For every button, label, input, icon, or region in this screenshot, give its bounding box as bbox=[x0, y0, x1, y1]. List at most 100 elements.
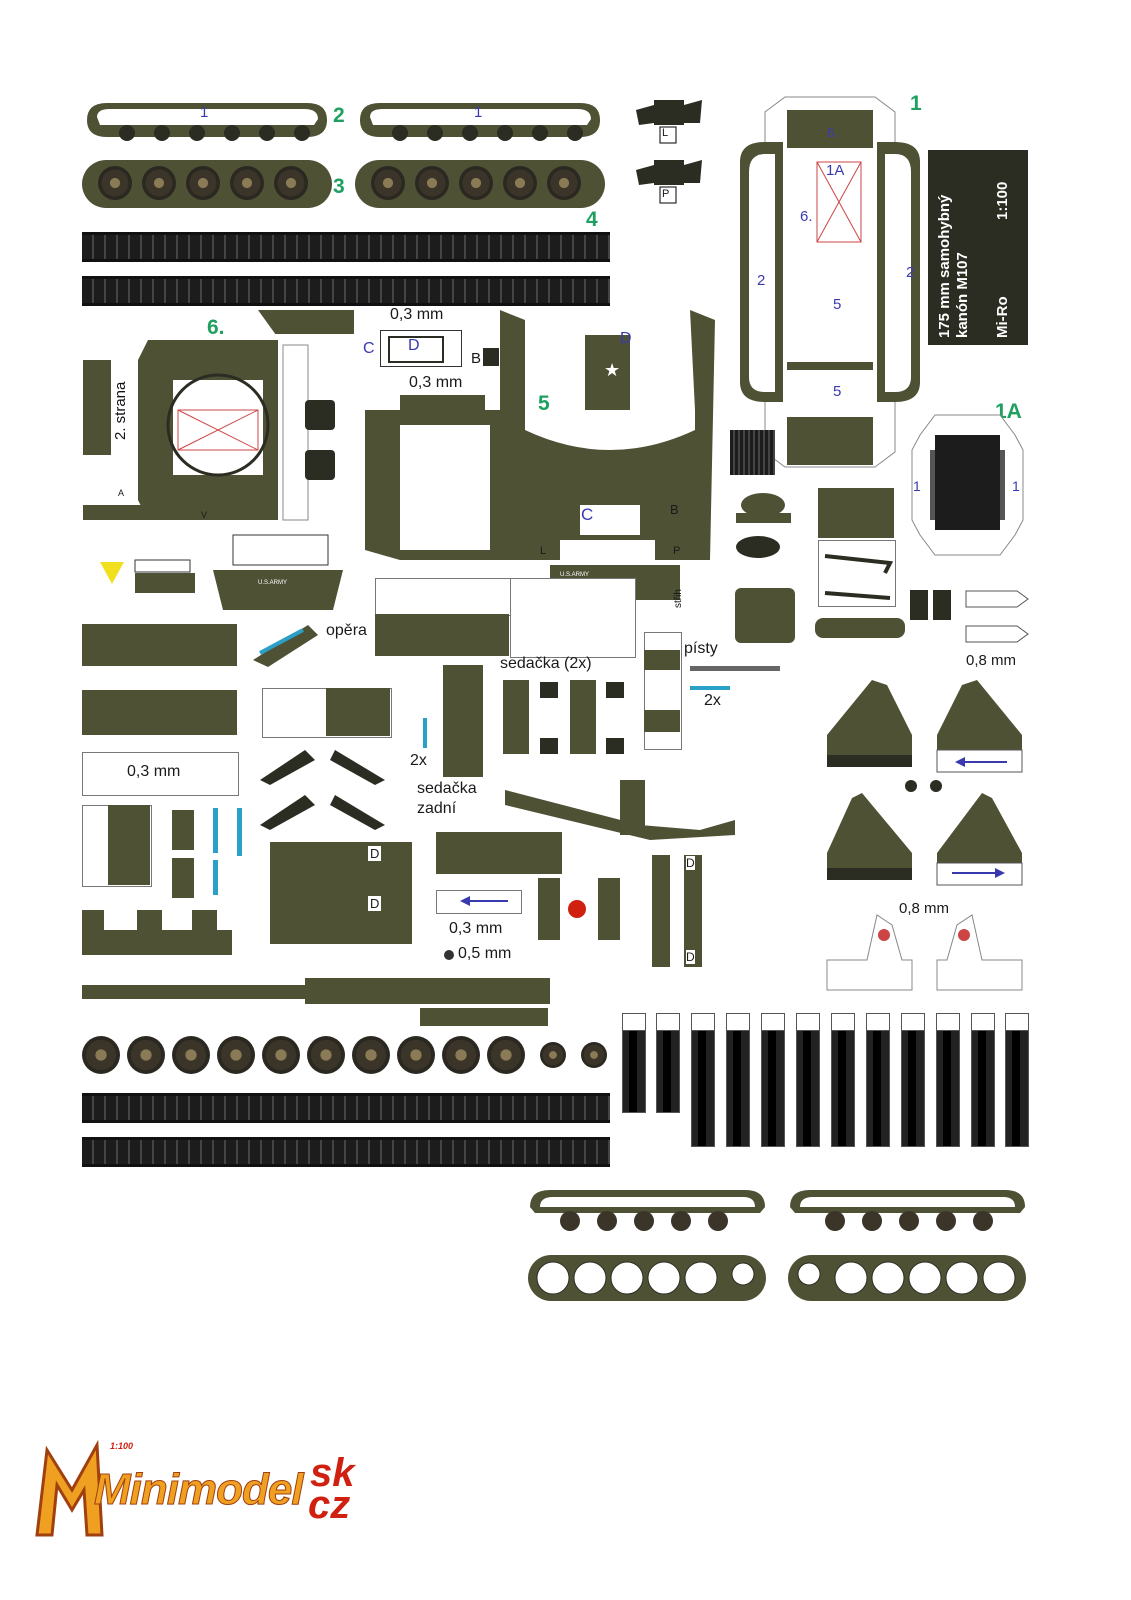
track-link-bar bbox=[866, 1013, 890, 1147]
hook-part-bottom bbox=[965, 625, 1029, 643]
bolt-icon bbox=[930, 780, 942, 792]
spade-white-left bbox=[826, 914, 913, 991]
hatch-label-p: P bbox=[662, 188, 670, 200]
road-wheel bbox=[127, 1036, 165, 1074]
piston-box-fill bbox=[644, 710, 680, 732]
road-wheel bbox=[487, 1036, 525, 1074]
part-number-4: 4 bbox=[586, 208, 598, 231]
seat-cushion bbox=[606, 738, 624, 754]
small-panel-left bbox=[910, 590, 928, 620]
wheel-row-right bbox=[371, 166, 581, 200]
hull-us-army: U.S.ARMY bbox=[560, 572, 590, 578]
road-wheel bbox=[172, 1036, 210, 1074]
logo-small-text: 1:100 bbox=[110, 1441, 134, 1451]
cupola-part bbox=[736, 493, 791, 558]
seat-back-wide bbox=[510, 578, 636, 658]
logo-sk: sk bbox=[310, 1451, 355, 1495]
marking-5-b: 5 bbox=[833, 383, 842, 400]
seat-back-part bbox=[375, 614, 509, 656]
part-b-block bbox=[483, 348, 499, 366]
dot-05-icon bbox=[444, 950, 454, 960]
thickness-label-arrow: 0,3 mm bbox=[449, 920, 503, 937]
small-panel-right bbox=[933, 590, 951, 620]
marking-d-rail-1: D bbox=[686, 856, 695, 870]
track-guard-right-1 bbox=[360, 103, 600, 141]
bolt-icon bbox=[905, 780, 917, 792]
road-wheel bbox=[547, 166, 581, 200]
title-block-text: 175 mm samohybný kanón M107 1:100 Mi-Ro bbox=[928, 150, 1028, 345]
yellow-flag-icon bbox=[100, 562, 124, 584]
support-arms bbox=[260, 750, 385, 830]
marking-5-a: 5 bbox=[833, 296, 842, 313]
road-wheel bbox=[459, 166, 493, 200]
front-hull-part bbox=[213, 534, 343, 610]
seat-a bbox=[503, 680, 529, 754]
track-link-bar bbox=[656, 1013, 680, 1113]
side-block-right bbox=[598, 878, 620, 940]
marking-2-left: 2 bbox=[757, 272, 766, 289]
red-cap-icon bbox=[568, 900, 586, 918]
road-wheel bbox=[217, 1036, 255, 1074]
label-sedacka-zadni-1: sedačka bbox=[417, 780, 477, 797]
cyan-rod bbox=[237, 808, 242, 856]
title-author: Mi-Ro bbox=[994, 296, 1011, 338]
box-part bbox=[818, 488, 894, 538]
road-wheel bbox=[415, 166, 449, 200]
marking-d-box: D bbox=[408, 337, 420, 354]
left-block-a bbox=[82, 624, 237, 666]
title-line-1: 175 mm samohybný bbox=[936, 194, 953, 338]
logo-text: Minimodel bbox=[94, 1465, 305, 1515]
marking-l-hull: L bbox=[540, 545, 547, 557]
suspension-guard-right bbox=[790, 1190, 1025, 1231]
marking-1A-right: 1 bbox=[1012, 478, 1020, 494]
title-block bbox=[928, 150, 1028, 345]
road-wheel bbox=[307, 1036, 345, 1074]
marking-6-side: 6. bbox=[800, 208, 813, 225]
road-wheel bbox=[371, 166, 405, 200]
track-link-bar bbox=[726, 1013, 750, 1147]
marking-d-hull: D bbox=[620, 330, 632, 347]
side-block-left bbox=[538, 878, 560, 940]
road-wheel bbox=[442, 1036, 480, 1074]
strih-right: střih bbox=[673, 589, 684, 608]
thickness-label-hooks: 0,8 mm bbox=[966, 652, 1017, 669]
marking-c-box: C bbox=[363, 340, 375, 357]
front-box-part bbox=[134, 559, 195, 593]
logo-cz: cz bbox=[308, 1483, 351, 1527]
track-link-bar bbox=[901, 1013, 925, 1147]
road-wheels-row bbox=[82, 1036, 607, 1074]
rail-d-right bbox=[684, 855, 702, 967]
track-strip-4a bbox=[82, 232, 610, 262]
cyan-rod bbox=[213, 808, 218, 853]
title-line-2: kanón M107 bbox=[954, 252, 971, 338]
part-d-inner bbox=[388, 336, 444, 363]
rail-part bbox=[824, 554, 894, 600]
road-wheel bbox=[397, 1036, 435, 1074]
marking-1A-left: 1 bbox=[913, 478, 921, 494]
wheel-row-left bbox=[98, 166, 308, 200]
marking-b-box: B bbox=[471, 350, 482, 367]
track-guard-left-1 bbox=[87, 103, 327, 141]
marking-a-small: A bbox=[118, 488, 125, 498]
seat-b bbox=[570, 680, 596, 754]
thickness-label-dot: 0,5 mm bbox=[458, 945, 512, 962]
thickness-label-grille: 0,3 mm bbox=[409, 374, 463, 391]
seat-column-1 bbox=[443, 665, 483, 777]
trail-lower bbox=[420, 1008, 548, 1026]
track-link-bar bbox=[761, 1013, 785, 1147]
marking-d-mag-1: D bbox=[368, 846, 382, 861]
road-wheel bbox=[82, 1036, 120, 1074]
arrow-left-icon bbox=[460, 896, 508, 906]
marking-b-hull: B bbox=[670, 502, 679, 517]
barrel-support-part bbox=[436, 832, 562, 874]
road-wheel bbox=[186, 166, 220, 200]
minimodel-logo: 1:100 Minimodel sk cz bbox=[32, 1435, 372, 1540]
piston-box-fill bbox=[644, 650, 680, 670]
small-clamp-part bbox=[305, 400, 335, 430]
thickness-label-spades: 0,8 mm bbox=[899, 900, 950, 917]
road-wheel bbox=[262, 1036, 300, 1074]
tow-bracket bbox=[82, 910, 232, 955]
trail-part bbox=[305, 978, 550, 1004]
hub-ring-plate-left bbox=[528, 1255, 766, 1301]
marking-d-rail-2: D bbox=[686, 950, 695, 964]
